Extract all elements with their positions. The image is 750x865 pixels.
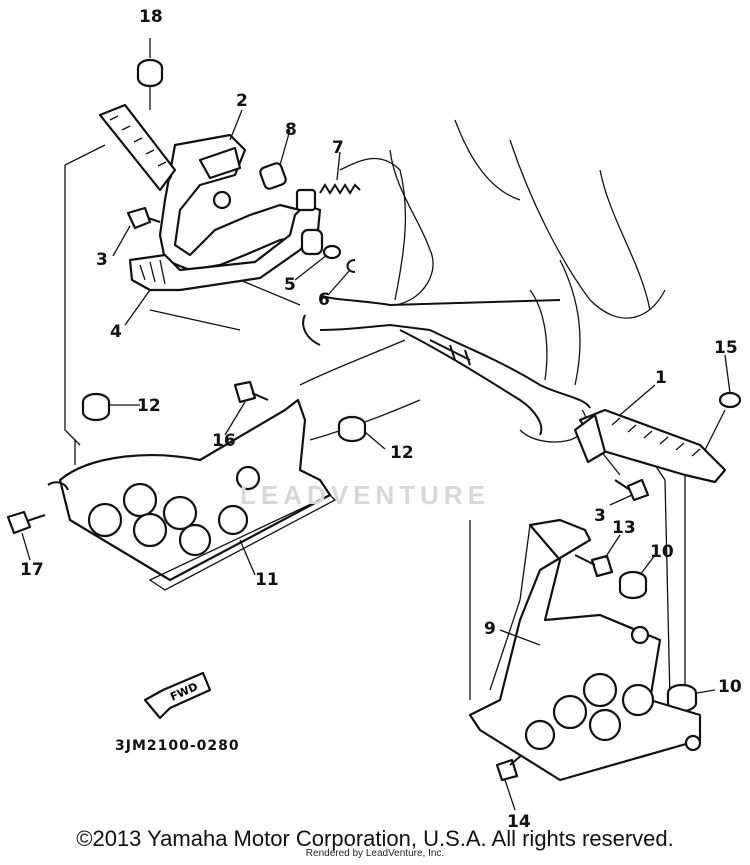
- callouts: 1 2 3 3 4 5 6 7 8 9 10 10 11 12 12 13 14…: [20, 7, 742, 832]
- right-footpeg: [573, 408, 727, 484]
- callout-leaders: [21, 38, 731, 811]
- callout-12-left: 12: [137, 396, 161, 416]
- damper-12-left: [81, 392, 111, 422]
- callout-7: 7: [332, 138, 344, 158]
- callout-12-center: 12: [390, 443, 414, 463]
- washer-5: [300, 228, 342, 260]
- callout-10-upper: 10: [650, 542, 674, 562]
- callout-14: 14: [507, 812, 531, 832]
- damper-10-upper: [618, 570, 648, 600]
- spring-7: [319, 183, 361, 195]
- callout-2: 2: [236, 91, 248, 111]
- callout-17: 17: [20, 560, 44, 580]
- callout-15: 15: [714, 338, 738, 358]
- callout-5: 5: [284, 275, 296, 295]
- left-footpeg-upper: [98, 103, 177, 192]
- copyright-text: ©2013 Yamaha Motor Corporation, U.S.A. A…: [76, 826, 674, 851]
- watermark: LEADVENTURE: [239, 480, 490, 510]
- drawing-code: 3JM2100-0280: [115, 738, 240, 754]
- brake-pedal: [128, 188, 322, 292]
- callout-18: 18: [139, 7, 163, 27]
- callout-3-right: 3: [594, 506, 606, 526]
- rendered-by-text: Rendered by LeadVenture, Inc.: [305, 848, 445, 859]
- bolt-17: [6, 510, 46, 535]
- bolt-13: [574, 554, 614, 578]
- bolt-3-left: [126, 206, 161, 230]
- bolt-3-right: [614, 478, 650, 502]
- right-footrest-guard: [468, 518, 702, 782]
- callout-4: 4: [110, 322, 122, 342]
- assembly-lines: [64, 80, 726, 701]
- frame-outline: [299, 119, 666, 443]
- nut-18: [136, 58, 164, 88]
- fwd-arrow-icon: FWD: [143, 671, 212, 720]
- callout-1: 1: [655, 368, 667, 388]
- bolt-16: [233, 380, 269, 404]
- left-footrest-guard: [47, 398, 337, 591]
- callout-9: 9: [484, 619, 496, 639]
- bolt-14: [495, 747, 531, 782]
- callout-11: 11: [255, 570, 279, 590]
- callout-13: 13: [612, 518, 636, 538]
- nut-15: [718, 391, 742, 409]
- callout-6: 6: [318, 290, 330, 310]
- collar-8: [259, 162, 287, 190]
- clip-6: [346, 259, 356, 273]
- callout-8: 8: [285, 120, 297, 140]
- callout-10-lower: 10: [718, 677, 742, 697]
- damper-12-center: [337, 415, 367, 443]
- callout-16: 16: [212, 431, 236, 451]
- callout-3-left: 3: [96, 250, 108, 270]
